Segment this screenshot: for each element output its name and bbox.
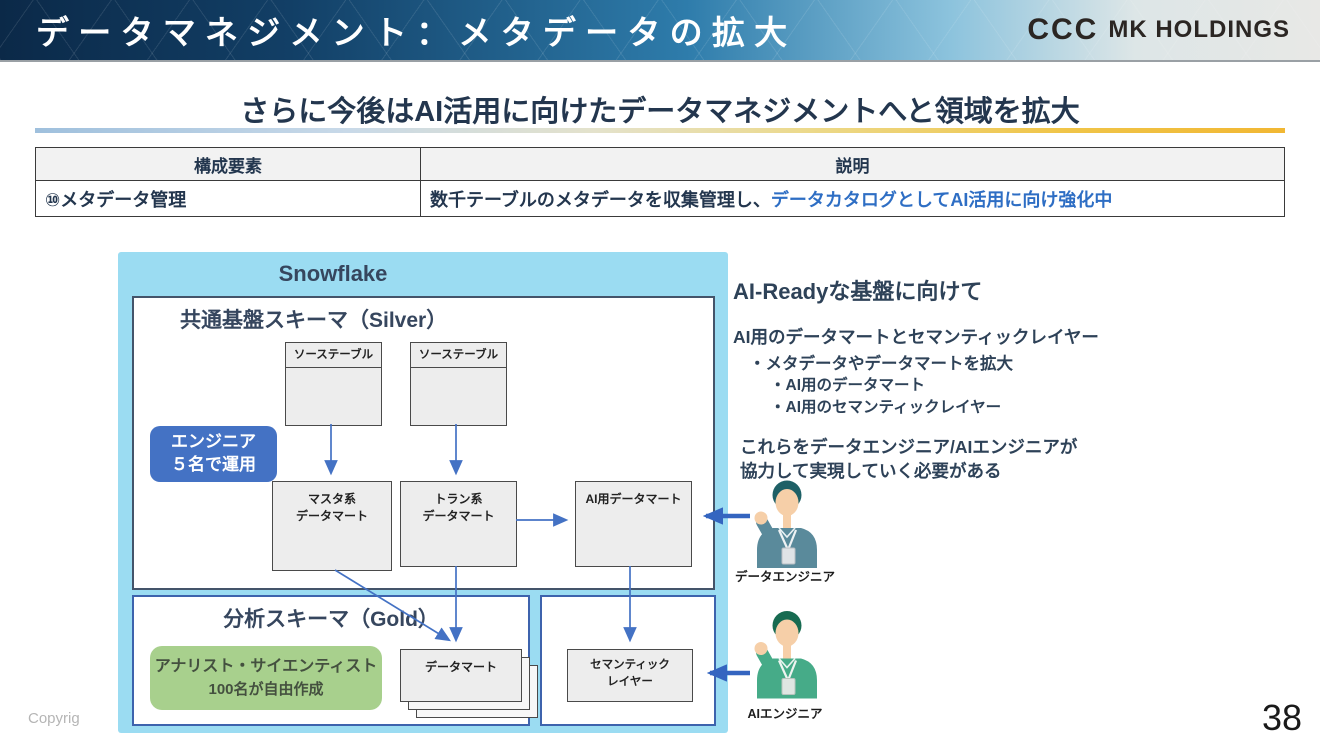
slide-title: データマネジメント：メタデータの拡大: [36, 14, 797, 51]
tran-datamart-box: トラン系 データマート: [400, 481, 517, 567]
table-row: ⑩メタデータ管理 数千テーブルのメタデータを収集管理し、データカタログとしてAI…: [35, 180, 1285, 217]
logo-ccc-mark: CCC: [1027, 13, 1099, 46]
engineer-badge-line1: エンジニア: [171, 432, 256, 452]
component-table: 構成要素 説明 ⑩メタデータ管理 数千テーブルのメタデータを収集管理し、データカ…: [35, 147, 1285, 217]
source-table-2-header: ソーステーブル: [411, 343, 506, 368]
source-table-1-header: ソーステーブル: [286, 343, 381, 368]
ai-datamart-box: AI用データマート: [575, 481, 692, 567]
analyst-badge: アナリスト・サイエンティスト 100名が自由作成: [150, 646, 382, 710]
source-table-1: ソーステーブル: [285, 342, 382, 426]
note-line-2: 協力して実現していく必要がある: [740, 461, 1002, 481]
description-cell: 数千テーブルのメタデータを収集管理し、データカタログとしてAI活用に向け強化中: [420, 180, 1285, 217]
ai-datamart-label: AI用データマート: [585, 492, 682, 506]
component-cell: ⑩メタデータ管理: [35, 180, 421, 217]
table-header-description: 説明: [420, 147, 1285, 181]
semantic-layer-line1: セマンティック: [590, 659, 670, 671]
engineer-badge: エンジニア ５名で運用: [150, 426, 277, 482]
description-highlight: データカタログとしてAI活用に向け強化中: [770, 189, 1113, 210]
person-label-data-engineer: データエンジニア: [734, 570, 835, 584]
right-panel-subheading: AI用のデータマートとセマンティックレイヤー: [733, 327, 1099, 347]
master-datamart-box: マスタ系 データマート: [272, 481, 392, 571]
tran-datamart-line2: データマート: [422, 509, 495, 524]
note-line-1: これらをデータエンジニア/AIエンジニアが: [740, 437, 1078, 457]
company-logo: CCC MK HOLDINGS: [1027, 13, 1320, 47]
gold-schema-title: 分析スキーマ（Gold）: [223, 608, 439, 631]
table-header-component: 構成要素: [35, 147, 421, 181]
master-datamart-line2: データマート: [295, 509, 368, 524]
right-panel-heading: AI-Readyな基盤に向けて: [733, 279, 983, 304]
ai-engineer-icon: [754, 611, 817, 699]
gold-schema-box: 分析スキーマ（Gold） アナリスト・サイエンティスト 100名が自由作成 デー…: [132, 595, 538, 726]
person-label-ai-engineer: AIエンジニア: [747, 707, 823, 721]
bullet-item-3: ・AI用のセマンティックレイヤー: [770, 399, 1002, 416]
bullet-item-2: ・AI用のデータマート: [770, 377, 926, 394]
table-header-row: 構成要素 説明: [35, 147, 1285, 181]
header-bar: データマネジメント：メタデータの拡大 CCC MK HOLDINGS: [0, 0, 1320, 62]
bullet-item-1: ・メタデータやデータマートを拡大: [749, 355, 1013, 373]
source-table-2: ソーステーブル: [410, 342, 507, 426]
semantic-layer-box: セマンティック レイヤー: [567, 649, 693, 702]
tran-datamart-line1: トラン系: [434, 492, 483, 506]
subtitle: さらに今後はAI活用に向けたデータマネジメントへと領域を拡大: [240, 96, 1080, 128]
semantic-layer-container: セマンティック レイヤー: [540, 595, 716, 726]
copyright-text: Copyrig: [28, 710, 80, 727]
analyst-badge-line2: 100名が自由作成: [208, 680, 324, 698]
analyst-badge-line1: アナリスト・サイエンティスト: [154, 658, 378, 676]
silver-schema-title: 共通基盤スキーマ（Silver）: [180, 309, 448, 332]
master-datamart-line1: マスタ系: [307, 492, 356, 506]
snowflake-title: Snowflake: [278, 261, 388, 286]
snowflake-container: Snowflake 共通基盤スキーマ（Silver） ソーステーブル ソーステー…: [118, 252, 728, 733]
engineer-badge-line2: ５名で運用: [171, 455, 256, 474]
logo-company-name: MK HOLDINGS: [1108, 16, 1290, 43]
accent-divider: [35, 128, 1285, 133]
silver-schema-box: 共通基盤スキーマ（Silver） ソーステーブル ソーステーブル エンジニア ５…: [132, 296, 715, 590]
datamart-box: データマート: [400, 649, 522, 702]
description-plain: 数千テーブルのメタデータを収集管理し、: [430, 189, 771, 210]
page-number: 38: [1261, 697, 1302, 738]
semantic-layer-line2: レイヤー: [607, 676, 653, 689]
data-engineer-icon: [754, 480, 817, 568]
